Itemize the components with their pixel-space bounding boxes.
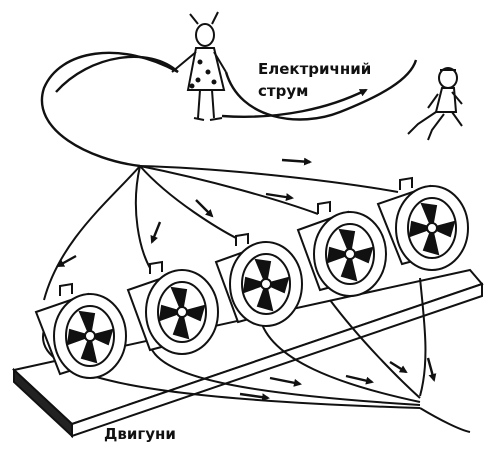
motor-2 [126,260,219,355]
girl-figure [171,11,227,121]
label-electric-current: Електричний струм [258,58,398,102]
motor-1 [34,282,127,379]
wires [41,165,471,433]
motor-5 [376,176,469,271]
wire-loop [40,51,418,168]
label-current-line1: Електричний [258,60,372,78]
current-arrows [56,157,437,402]
motor-3 [214,232,303,327]
label-motors: Двигуни [104,425,176,443]
boy-figure [407,67,463,141]
label-current-line2: струм [258,82,309,100]
motor-4 [296,200,387,297]
